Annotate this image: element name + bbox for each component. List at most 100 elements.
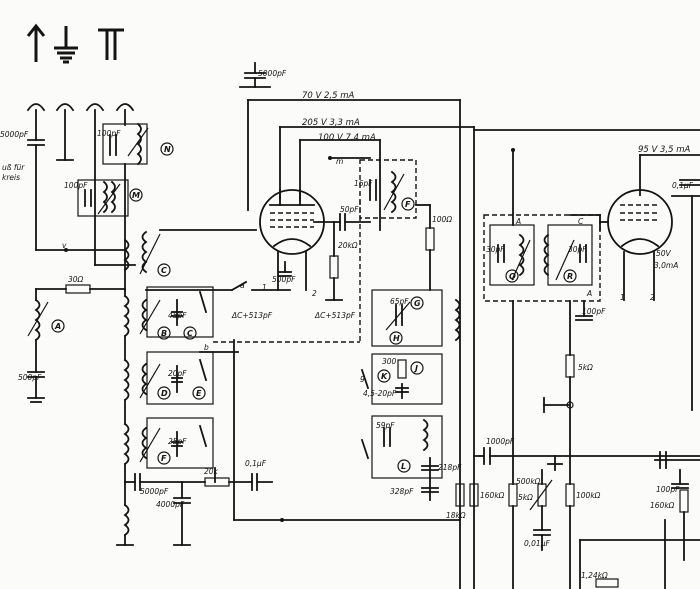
- label-65pF: 65pF: [390, 297, 409, 306]
- coil-bottom-left: [116, 481, 134, 546]
- resistor-18k: [455, 483, 465, 507]
- circle-tags-if: Q R: [505, 269, 577, 283]
- label-5000pF-input: 5000pF: [0, 130, 29, 139]
- label-0-1uF: 0,1μF: [245, 459, 267, 468]
- detector-network: [508, 455, 575, 589]
- label-4000pF: 4000pF: [156, 500, 185, 509]
- label-kreis: kreis: [2, 173, 20, 182]
- label-59pF: 59pF: [376, 421, 395, 430]
- circle-tags-osc: G H J K L: [377, 296, 424, 473]
- label-30pF-a: 30pF: [486, 245, 505, 254]
- label-20kohm: 20kΩ: [338, 241, 358, 250]
- label-20k: 20k: [204, 467, 219, 476]
- label-100kohm: 100kΩ: [576, 491, 601, 500]
- coil-f-pair: [123, 422, 161, 466]
- label-160kohm: 160kΩ: [480, 491, 505, 500]
- label-supply-205v: 205 V 3,3 mA: [302, 118, 360, 128]
- label-5kohm-2: 5kΩ: [518, 493, 533, 502]
- label-500kohm: 500kΩ: [516, 477, 541, 486]
- label-45pF: 45pF: [168, 311, 187, 320]
- label-100pF-m: 100pF: [64, 181, 88, 190]
- svg-text:C: C: [187, 329, 193, 338]
- label-aufl: uß für: [2, 163, 25, 172]
- label-30pF-b: 30pF: [568, 245, 587, 254]
- coil-f-block: [328, 156, 417, 219]
- circle-tags-left: N M A C B C D E F: [51, 142, 206, 465]
- label-3-0ma: 3,0mA: [654, 261, 678, 270]
- label-dc513-a: ΔC+513pF: [231, 311, 273, 320]
- coil-d-pair: [123, 358, 161, 402]
- svg-text:A: A: [54, 322, 61, 331]
- capacitor-0-1uF-right: [679, 179, 700, 186]
- label-100ohm: 100Ω: [432, 215, 452, 224]
- svg-text:G: G: [414, 299, 421, 308]
- coil-b-pair: [123, 294, 161, 338]
- svg-text:J: J: [413, 364, 418, 373]
- svg-text:C: C: [161, 266, 167, 275]
- capacitor-5000pF-input: [27, 139, 45, 251]
- svg-text:D: D: [161, 389, 168, 398]
- label-supply-70v: 70 V 2,5 mA: [302, 91, 355, 101]
- svg-text:A: A: [586, 289, 592, 298]
- oscillator-block: [360, 289, 461, 501]
- supply-rails: [247, 99, 700, 589]
- coil-c-pair: [123, 230, 161, 275]
- label-0-01uF: 0,01μF: [524, 539, 550, 548]
- label-18kohm: 18kΩ: [446, 511, 466, 520]
- label-100pF-n: 100pF: [97, 129, 121, 138]
- capacitor-5000pF-top: [239, 62, 271, 88]
- coil-n-block: [102, 122, 149, 166]
- band-switch-blocks: [146, 286, 214, 469]
- label-160kohm-2: 160kΩ: [650, 501, 675, 510]
- label-50v: 50V: [656, 249, 672, 258]
- svg-text:v: v: [62, 241, 67, 250]
- if-output-chain: [473, 300, 700, 485]
- label-5000pF-top: 5000pF: [258, 69, 287, 78]
- svg-text:a: a: [240, 281, 245, 290]
- capacitor-50pF: [313, 213, 371, 301]
- svg-text:N: N: [164, 145, 171, 154]
- coil-a: [27, 288, 49, 403]
- label-50pF: 50pF: [340, 205, 359, 214]
- tube-2: [599, 189, 700, 411]
- svg-text:K: K: [381, 372, 388, 381]
- svg-text:2: 2: [312, 289, 317, 298]
- antenna-symbol: [26, 23, 46, 62]
- svg-text:F: F: [405, 200, 411, 209]
- resistor-160k: [469, 483, 479, 507]
- svg-text:1: 1: [262, 283, 267, 292]
- svg-text:H: H: [393, 334, 400, 343]
- label-328pF: 328pF: [390, 487, 414, 496]
- svg-text:B: B: [161, 329, 167, 338]
- label-5kohm: 5kΩ: [578, 363, 593, 372]
- svg-text:C: C: [578, 217, 584, 226]
- output-network: [579, 469, 700, 589]
- tube-1-cathode-cap: [278, 261, 292, 277]
- svg-text:9: 9: [360, 375, 365, 384]
- label-218pF: 218pF: [438, 463, 462, 472]
- dipole-symbol: [98, 28, 124, 60]
- label-1000pF: 1000pF: [486, 437, 515, 446]
- svg-text:L: L: [401, 462, 406, 471]
- svg-text:1: 1: [620, 293, 625, 302]
- resistor-100ohm: [415, 204, 435, 291]
- node-v: [64, 248, 68, 252]
- label-supply-100v: 100 V 7,4 mA: [318, 133, 376, 143]
- label-5000pF-bottom: 5000pF: [140, 487, 169, 496]
- label-300: 300: [382, 357, 397, 366]
- coil-m-block: [77, 179, 129, 217]
- svg-text:M: M: [132, 191, 140, 200]
- svg-text:m: m: [336, 157, 343, 166]
- label-100pF-r: 100pF: [582, 307, 606, 316]
- svg-text:F: F: [161, 454, 167, 463]
- label-1-24kohm: 1,24kΩ: [581, 571, 608, 580]
- label-500pF-tube: 500pF: [272, 275, 296, 284]
- label-30ohm: 30Ω: [68, 275, 84, 284]
- label-16pF: 16pF: [354, 179, 373, 188]
- resistor-30ohm: [35, 284, 126, 294]
- label-500pF: 500pF: [18, 373, 42, 382]
- input-sockets: [26, 103, 135, 266]
- label-20pF-d: 20pF: [168, 369, 187, 378]
- svg-text:E: E: [196, 389, 202, 398]
